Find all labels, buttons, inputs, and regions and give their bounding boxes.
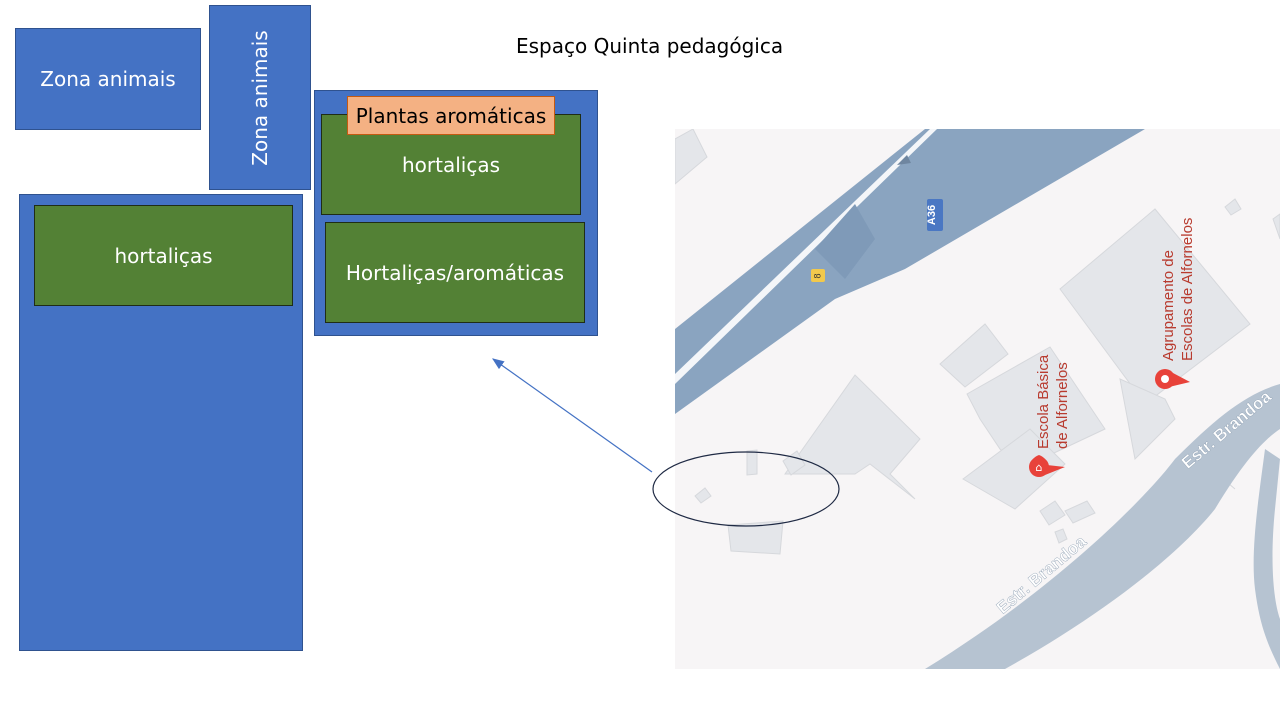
a36-motorway — [675, 129, 1145, 414]
page-title: Espaço Quinta pedagógica — [516, 34, 784, 58]
brandoa-road — [925, 384, 1280, 669]
school-group-label-line1: Agrupamento de — [1160, 250, 1177, 361]
animal-zone-box[interactable]: Zona animais — [15, 28, 201, 130]
school-label: Escola Básica de Alfornelos — [1035, 354, 1071, 449]
vegetables-aromatics-bed[interactable]: Hortaliças/aromáticas — [325, 222, 585, 323]
road-8-label: 8 — [812, 273, 822, 278]
school-group-label: Agrupamento de Escolas de Alfornelos — [1160, 218, 1196, 361]
animal-zone-vertical-box[interactable]: Zona animais — [209, 5, 311, 190]
a36-label: A36 — [926, 205, 938, 225]
school-cap-icon: ⌂ — [1036, 461, 1043, 474]
pointer-arrow — [492, 358, 653, 473]
school-group-label-line2: Escolas de Alfornelos — [1179, 218, 1196, 361]
animal-zone-vertical-label: Zona animais — [248, 30, 272, 166]
school-marker[interactable]: ⌂ — [1029, 455, 1065, 477]
school-group-marker[interactable] — [1155, 369, 1190, 389]
school-label-line1: Escola Básica — [1035, 354, 1052, 449]
a36-road-shield: A36 — [926, 199, 943, 231]
aromatic-plants-label[interactable]: Plantas aromáticas — [347, 96, 555, 135]
location-map[interactable]: A36 8 Estr. Brandoa Estr. Brandoa ⌂ Esco… — [675, 129, 1280, 669]
animal-zone-label: Zona animais — [40, 67, 176, 91]
road-8-shield: 8 — [811, 269, 825, 282]
vegetables-bed-left[interactable]: hortaliças — [34, 205, 293, 306]
school-label-line2: de Alfornelos — [1054, 362, 1071, 449]
direction-arrow-icon — [897, 155, 911, 165]
